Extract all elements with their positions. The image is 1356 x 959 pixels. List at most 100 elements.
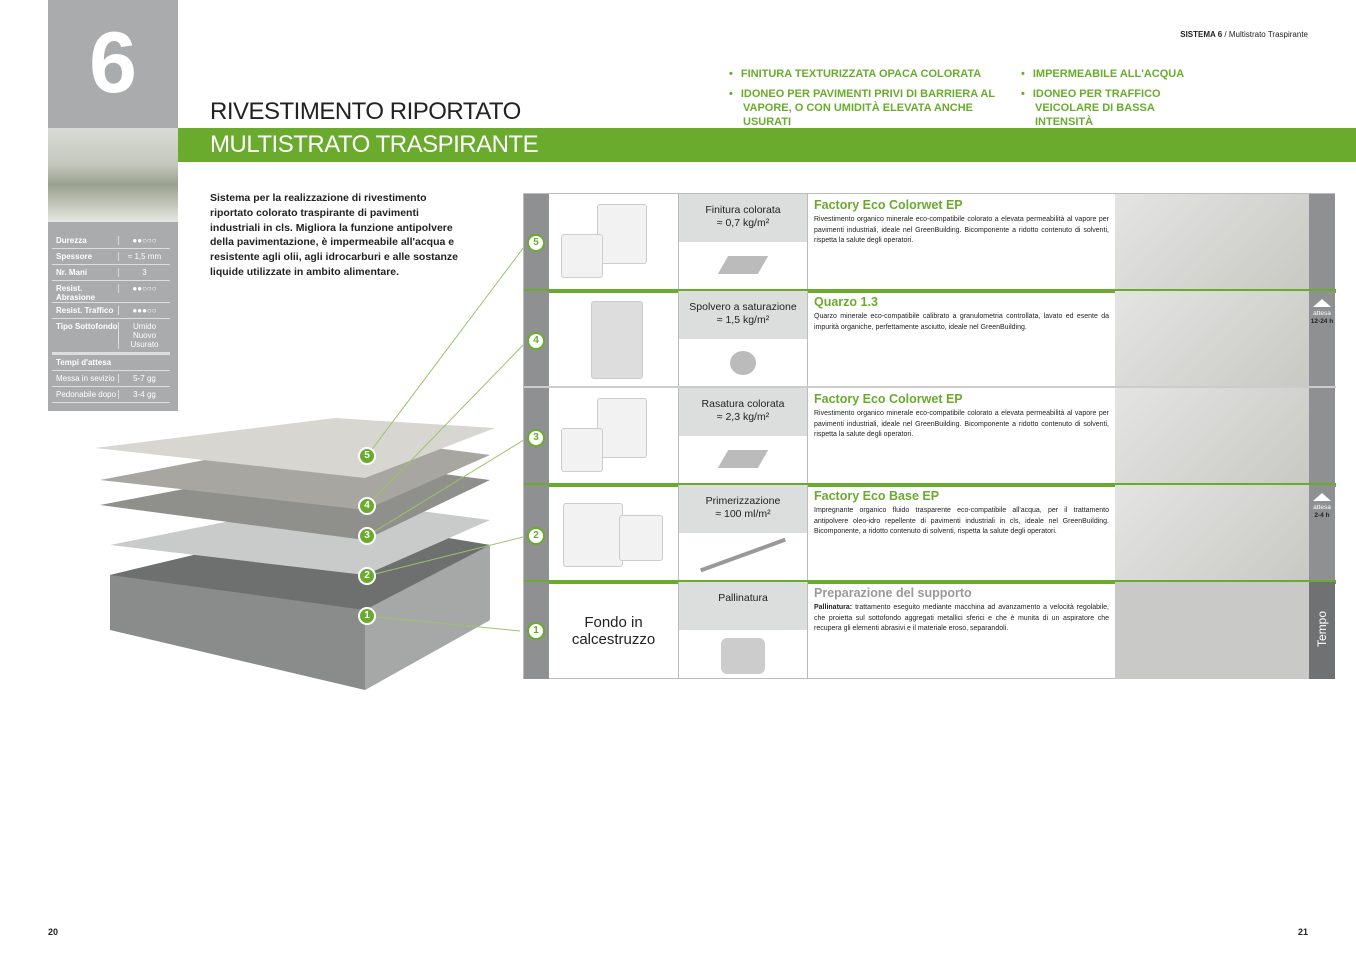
step-quantity: ≈ 1,5 kg/m²: [716, 314, 770, 326]
header-system: SISTEMA 6: [1180, 30, 1223, 39]
table-row: Spolvero a saturazione≈ 1,5 kg/m² Quarzo…: [524, 291, 1336, 388]
step-marker: 1: [527, 622, 545, 640]
property-row: Nr. Mani 3: [52, 265, 170, 281]
feature-item: IDONEO PER TRAFFICO VEICOLARE DI BASSA I…: [1033, 87, 1215, 129]
property-value: 5-7 gg: [118, 374, 170, 383]
table-row: Fondo in calcestruzzo Pallinatura Prepar…: [524, 582, 1336, 679]
layer-marker: 5: [358, 447, 376, 465]
section-number: 6: [89, 15, 137, 111]
product-name: Factory Eco Colorwet EP: [814, 198, 963, 212]
property-value: ●●○○○: [118, 236, 170, 245]
property-value: ●●○○○: [118, 284, 170, 293]
step-label: Rasatura colorata≈ 2,3 kg/m²: [679, 388, 807, 436]
sprayer-icon: [700, 537, 786, 573]
product-description: Rivestimento organico minerale eco-compa…: [814, 410, 1109, 438]
property-value: Umido Nuovo Usurato: [118, 322, 170, 349]
arrow-up-icon: [1313, 299, 1331, 307]
application-photo: [1115, 388, 1309, 485]
feature-item: FINITURA TEXTURIZZATA OPACA COLORATA: [741, 67, 1013, 81]
step-marker: 4: [527, 332, 545, 350]
time-strip: [1309, 194, 1335, 291]
product-image: [549, 388, 679, 485]
product-name: Factory Eco Base EP: [814, 489, 940, 503]
property-label: Resist. Abrasione: [56, 284, 96, 302]
step-label: Spolvero a saturazione≈ 1,5 kg/m²: [679, 291, 807, 339]
product-description: Rivestimento organico minerale eco-compa…: [814, 216, 1109, 244]
product-description: Quarzo minerale eco-compatibile calibrat…: [814, 313, 1109, 331]
step-quantity: ≈ 0,7 kg/m²: [716, 217, 770, 229]
feature-item: IDONEO PER PAVIMENTI PRIVI DI BARRIERA A…: [741, 87, 1018, 129]
step-marker: 3: [527, 429, 545, 447]
table-row: Finitura colorata≈ 0,7 kg/m² Factory Eco…: [524, 194, 1336, 291]
running-header: SISTEMA 6 / Multistrato Traspirante: [1180, 30, 1308, 39]
concrete-side: [365, 545, 490, 690]
arrow-up-icon: [1313, 493, 1331, 501]
page-number-left: 20: [48, 927, 59, 937]
layer-marker: 3: [358, 527, 376, 545]
layer-marker: 1: [358, 607, 376, 625]
layer-marker: 2: [358, 567, 376, 585]
table-row: Primerizzazione≈ 100 ml/m² Factory Eco B…: [524, 485, 1336, 582]
feature-item: IMPERMEABILE ALL'ACQUA: [1033, 67, 1235, 81]
application-photo: [1115, 485, 1309, 582]
product-image: [549, 194, 679, 291]
product-image: [549, 291, 679, 388]
property-label: Spessore: [56, 252, 93, 261]
table-row: Rasatura colorata≈ 2,3 kg/m² Factory Eco…: [524, 388, 1336, 485]
application-photo: [1115, 582, 1309, 679]
intro-text: Sistema per la realizzazione di rivestim…: [210, 192, 459, 278]
property-label: Durezza: [56, 236, 87, 245]
step-marker: 5: [527, 234, 545, 252]
product-name: Quarzo 1.3: [814, 295, 878, 309]
time-strip: Tempo: [1309, 582, 1335, 679]
time-axis-label: Tempo: [1315, 610, 1329, 648]
scoop-icon: [730, 351, 756, 375]
step-quantity: ≈ 100 ml/m²: [715, 508, 771, 520]
property-row: Resist. Traffico ●●●○○: [52, 303, 170, 319]
layers-illustration: [95, 247, 523, 690]
step-label: Primerizzazione≈ 100 ml/m²: [679, 485, 807, 533]
factory-photo: [48, 128, 178, 222]
page-subtitle: MULTISTRATO TRASPIRANTE: [210, 131, 539, 158]
description-lead: Pallinatura:: [814, 604, 853, 611]
property-label: Nr. Mani: [56, 268, 88, 277]
property-row: Durezza ●●○○○: [52, 233, 170, 249]
property-value: 3-4 gg: [118, 390, 170, 399]
step-label: Pallinatura: [679, 582, 807, 630]
layer-marker: 4: [358, 497, 376, 515]
page-title: RIVESTIMENTO RIPORTATO: [210, 98, 521, 125]
property-label: Resist. Traffico: [56, 306, 114, 315]
step-marker: 2: [527, 527, 545, 545]
step-quantity: ≈ 2,3 kg/m²: [716, 411, 770, 423]
product-name: Factory Eco Colorwet EP: [814, 392, 963, 406]
property-row: Spessore≈ 1,5 mm: [52, 249, 170, 265]
substrate-label: Fondo in calcestruzzo: [549, 582, 679, 679]
product-description: trattamento eseguito mediante macchina a…: [814, 604, 1109, 632]
product-name: Preparazione del supporto: [814, 586, 972, 600]
product-description: Impregnante organico fluido trasparente …: [814, 507, 1109, 535]
product-image: [549, 485, 679, 582]
leader-lines: [366, 247, 523, 632]
step-label: Finitura colorata≈ 0,7 kg/m²: [679, 194, 807, 242]
application-photo: [1115, 291, 1309, 388]
title-band: [178, 128, 1356, 162]
page-number-right: 21: [1297, 927, 1308, 937]
trowel-icon: [717, 256, 769, 274]
application-photo: [1115, 194, 1309, 291]
waiting-title: Tempi d'attesa: [52, 355, 170, 371]
time-strip: [1309, 388, 1335, 485]
property-row: Resist. Abrasione ●●○○○: [52, 281, 170, 303]
system-table: Finitura colorata≈ 0,7 kg/m² Factory Eco…: [523, 193, 1336, 679]
property-label: Messa in sevizio: [56, 374, 115, 383]
trowel-icon: [717, 450, 769, 468]
property-value: 3: [118, 268, 170, 277]
property-label: Pedonabile dopo: [56, 390, 117, 399]
shot-blaster-icon: [721, 638, 765, 674]
property-value: ●●●○○: [118, 306, 170, 315]
